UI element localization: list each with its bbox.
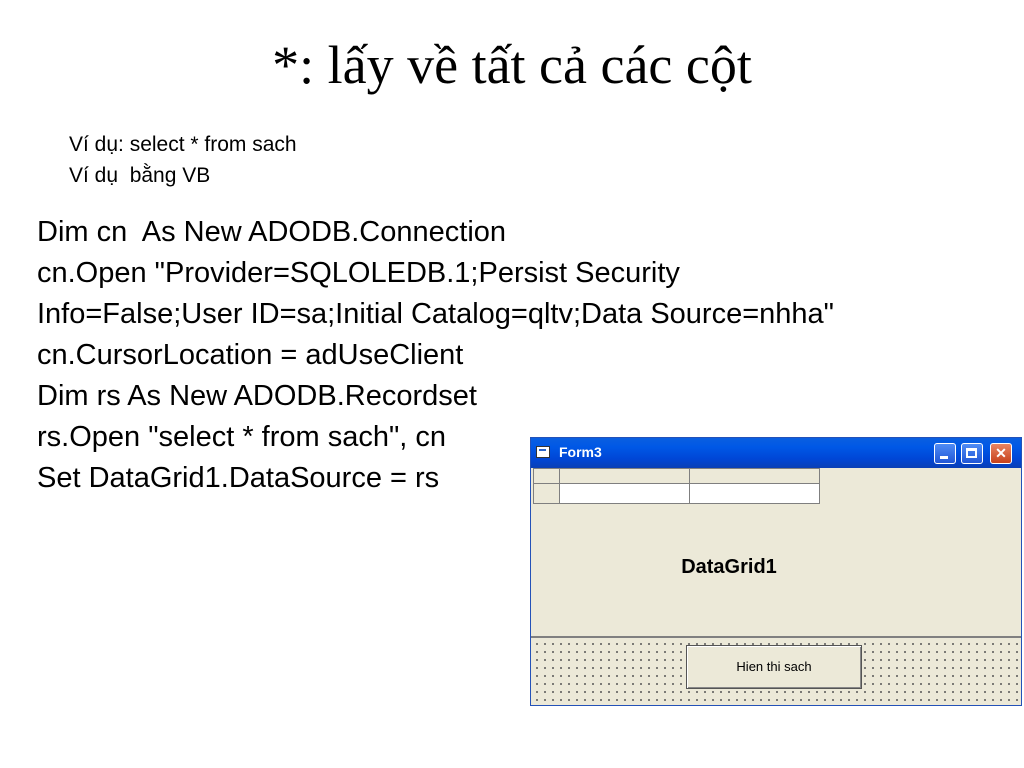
column-header[interactable] [559,468,690,484]
minimize-button[interactable] [934,443,956,464]
grid-cell[interactable] [689,483,820,504]
datagrid-header-row [533,468,820,484]
form3-window: Form3 ✕ DataGrid1 Hien thi sach [530,437,1022,706]
table-row[interactable] [533,483,820,504]
row-selector-header[interactable] [533,468,560,484]
maximize-button[interactable] [961,443,983,464]
form-icon[interactable] [536,446,550,458]
form-design-surface: Hien thi sach [531,638,1021,705]
datagrid-table[interactable] [533,468,820,504]
form-titlebar[interactable]: Form3 ✕ [531,438,1021,468]
code-line: Dim rs As New ADODB.Recordset [37,380,477,412]
close-button[interactable]: ✕ [990,443,1012,464]
minimize-icon [940,456,948,459]
datagrid[interactable]: DataGrid1 [531,468,1021,638]
column-header[interactable] [689,468,820,484]
code-line: cn.CursorLocation = adUseClient [37,339,464,371]
maximize-icon [966,448,977,458]
close-icon: ✕ [995,445,1007,461]
code-line: Set DataGrid1.DataSource = rs [37,462,440,494]
code-line: rs.Open "select * from sach", cn [37,421,447,453]
form-title: Form3 [559,444,602,460]
examples-block: Ví dụ: select * from sach Ví dụ bằng VB [69,129,297,191]
code-line: Info=False;User ID=sa;Initial Catalog=ql… [37,298,834,330]
row-selector[interactable] [533,483,560,504]
grid-cell[interactable] [559,483,690,504]
slide-title: *: lấy về tất cả các cột [272,35,752,95]
example-line-vb: Ví dụ bằng VB [69,164,211,187]
code-block: Dim cn As New ADODB.Connection cn.Open "… [37,212,834,499]
code-line: cn.Open "Provider=SQLOLEDB.1;Persist Sec… [37,257,680,289]
show-books-button[interactable]: Hien thi sach [686,645,862,689]
datagrid-label: DataGrid1 [681,556,777,578]
example-line-sql: Ví dụ: select * from sach [69,133,297,156]
code-line: Dim cn As New ADODB.Connection [37,216,507,248]
